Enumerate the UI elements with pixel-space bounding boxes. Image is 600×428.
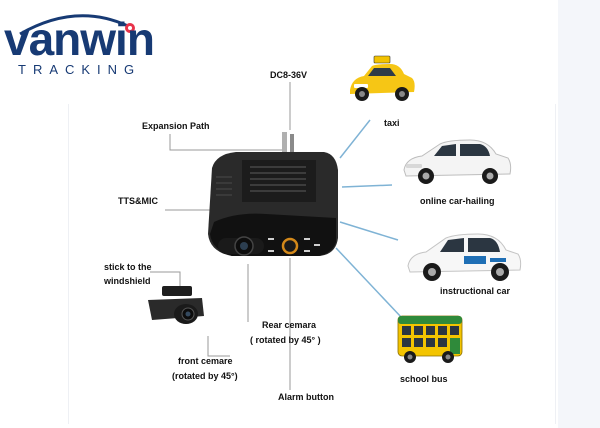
mdvr-dashcam-device [208, 132, 338, 256]
brand-logo: vanwin TRACKING [4, 2, 174, 86]
driving-school-car-icon [407, 233, 522, 281]
taxi-icon [350, 55, 415, 101]
rear-camera-label-1: Rear cemara [262, 320, 317, 330]
right-margin-strip [558, 0, 600, 428]
brand-tagline: TRACKING [18, 62, 142, 77]
power-label: DC8-36V [270, 70, 308, 80]
alarm-button-label: Alarm button [278, 392, 334, 402]
vehicle-connector-lines [335, 119, 403, 319]
rear-camera-label-2: ( rotated by 45° ) [250, 335, 321, 345]
front-camera-label-2: (rotated by 45°) [172, 371, 238, 381]
expansion-path-label: Expansion Path [142, 121, 210, 131]
front-camera-device [148, 286, 204, 324]
stick-windshield-label-2: windshield [104, 276, 151, 286]
vehicle-label-taxi: taxi [384, 118, 400, 128]
school-bus-icon [397, 315, 463, 363]
vehicle-label-online-car-hailing: online car-hailing [420, 196, 495, 206]
vehicle-label-instructional-car: instructional car [440, 286, 511, 296]
vehicle-label-school-bus: school bus [400, 374, 448, 384]
front-camera-label-1: front cemare [178, 356, 233, 366]
stick-windshield-label-1: stick to the [104, 262, 152, 272]
tts-mic-label: TTS&MIC [118, 196, 158, 206]
white-sedan-icon [403, 139, 512, 184]
logo-arc-icon [19, 14, 135, 36]
brand-name: vanwin [4, 13, 155, 65]
